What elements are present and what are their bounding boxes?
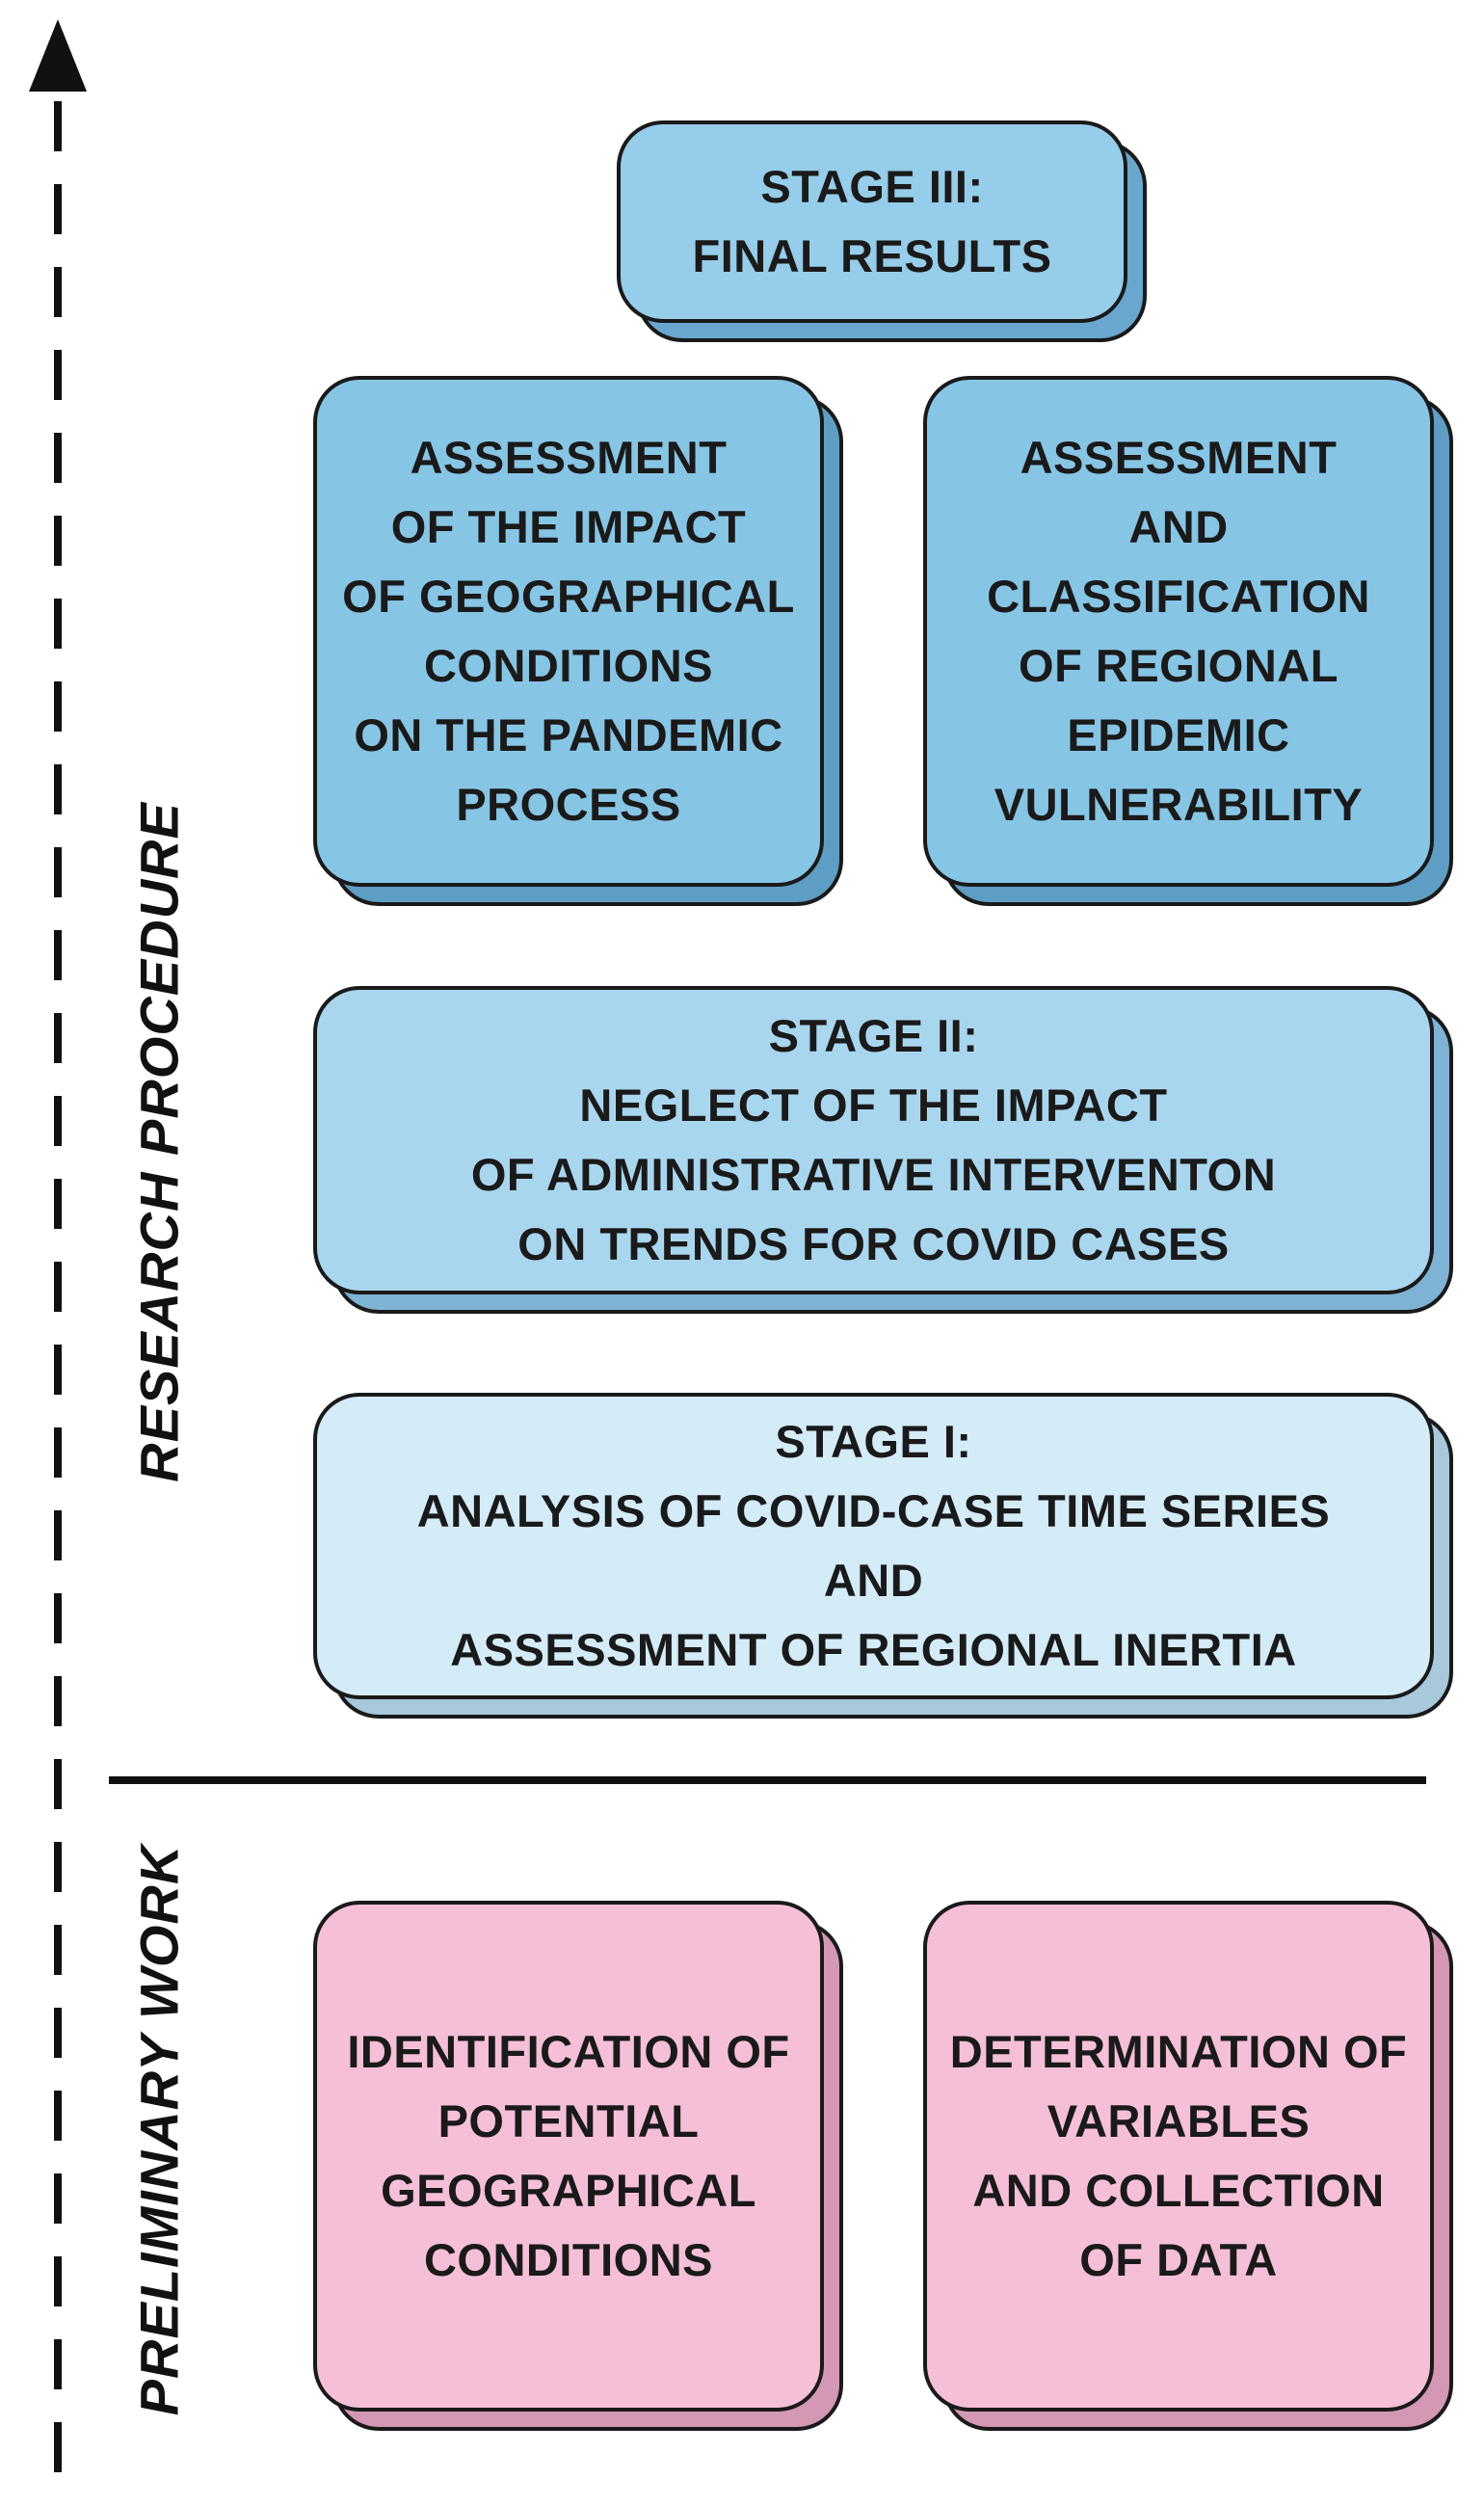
box-line: CONDITIONS: [423, 640, 714, 691]
identification-box: IDENTIFICATION OF POTENTIAL GEOGRAPHICAL…: [313, 1901, 843, 2431]
box-line: DETERMINATION OF: [949, 2026, 1408, 2077]
determination-box: DETERMINATION OF VARIABLES AND COLLECTIO…: [923, 1901, 1453, 2431]
arrow-head-icon: [29, 19, 87, 92]
research-procedure-label: RESEARCH PROCEDURE: [128, 802, 190, 1482]
box-line: VARIABLES: [1047, 2095, 1311, 2146]
box-line: STAGE I:: [775, 1416, 972, 1467]
box-text: STAGE III: FINAL RESULTS: [693, 152, 1052, 291]
box-line: ON THE PANDEMIC: [354, 709, 783, 760]
box-line: OF DATA: [1079, 2234, 1278, 2285]
box-line: CONDITIONS: [423, 2234, 714, 2285]
stage-1-box: STAGE I: ANALYSIS OF COVID-CASE TIME SER…: [313, 1393, 1453, 1719]
vulnerability-box: ASSESSMENT AND CLASSIFICATION OF REGIONA…: [923, 376, 1453, 906]
box-text: STAGE I: ANALYSIS OF COVID-CASE TIME SER…: [417, 1407, 1331, 1685]
stage-3-box: STAGE III: FINAL RESULTS: [617, 120, 1147, 342]
box-line: ANALYSIS OF COVID-CASE TIME SERIES: [416, 1485, 1331, 1536]
box-line: OF REGIONAL: [1019, 640, 1338, 691]
box-line: AND: [1128, 501, 1229, 552]
box-text: ASSESSMENT OF THE IMPACT OF GEOGRAPHICAL…: [342, 423, 795, 840]
box-line: ASSESSMENT OF REGIONAL INERTIA: [450, 1624, 1297, 1675]
progress-arrow: [29, 19, 87, 2496]
box-line: ASSESSMENT: [410, 432, 728, 483]
box-line: EPIDEMIC: [1067, 709, 1290, 760]
section-separator: [109, 1776, 1426, 1784]
box-line: STAGE II:: [768, 1010, 979, 1061]
box-text: STAGE II: NEGLECT OF THE IMPACT OF ADMIN…: [471, 1001, 1276, 1279]
box-line: GEOGRAPHICAL: [381, 2165, 756, 2216]
box-line: AND: [823, 1555, 924, 1606]
box-text: DETERMINATION OF VARIABLES AND COLLECTIO…: [950, 2017, 1408, 2295]
box-line: OF ADMINISTRATIVE INTERVENTON: [470, 1149, 1277, 1200]
box-line: OF THE IMPACT: [390, 501, 747, 552]
box-line: STAGE III:: [760, 161, 984, 212]
preliminary-work-label: PRELIMINARY WORK: [128, 1844, 190, 2416]
box-text: ASSESSMENT AND CLASSIFICATION OF REGIONA…: [987, 423, 1370, 840]
box-line: NEGLECT OF THE IMPACT: [579, 1080, 1168, 1131]
box-line: ON TRENDS FOR COVID CASES: [517, 1218, 1230, 1269]
box-line: FINAL RESULTS: [692, 230, 1052, 281]
box-line: OF GEOGRAPHICAL: [342, 571, 795, 622]
box-line: VULNERABILITY: [994, 779, 1364, 830]
impact-geographical-box: ASSESSMENT OF THE IMPACT OF GEOGRAPHICAL…: [313, 376, 843, 906]
box-line: POTENTIAL: [437, 2095, 700, 2146]
stage-2-box: STAGE II: NEGLECT OF THE IMPACT OF ADMIN…: [313, 986, 1453, 1314]
box-line: CLASSIFICATION: [987, 571, 1370, 622]
box-line: PROCESS: [456, 779, 681, 830]
box-line: IDENTIFICATION OF: [347, 2026, 790, 2077]
box-text: IDENTIFICATION OF POTENTIAL GEOGRAPHICAL…: [347, 2017, 789, 2295]
box-line: AND COLLECTION: [972, 2165, 1385, 2216]
box-line: ASSESSMENT: [1020, 432, 1338, 483]
